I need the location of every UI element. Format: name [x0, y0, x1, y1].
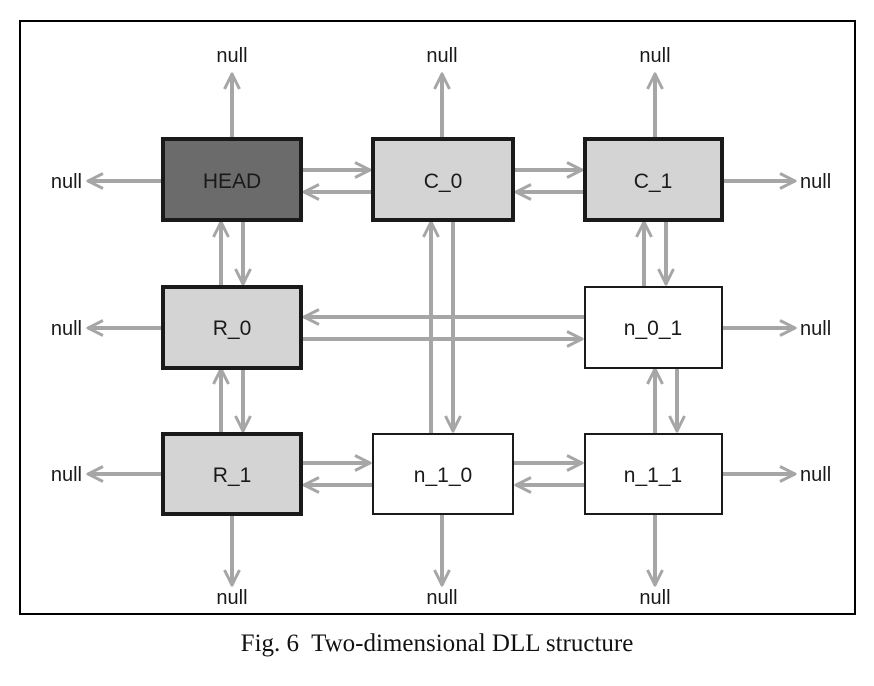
figure-caption: Fig. 6 Two-dimensional DLL structure — [241, 630, 634, 657]
null-label-n11-right: null — [800, 464, 831, 486]
node-n10-label: n_1_0 — [414, 464, 472, 487]
null-label-n10-down: null — [426, 587, 457, 609]
node-n01-label: n_0_1 — [624, 317, 682, 340]
null-label-r1-down: null — [216, 587, 247, 609]
node-n11: n_1_1 — [584, 433, 723, 515]
node-r0-box — [161, 285, 303, 370]
null-label-head-left: null — [51, 171, 82, 193]
null-arrows — [88, 74, 795, 585]
node-c0: C_0 — [371, 137, 515, 222]
null-label-n01-right: null — [800, 318, 831, 340]
node-head: HEAD — [161, 137, 303, 222]
node-c1-label: C_1 — [634, 170, 673, 193]
node-head-box — [161, 137, 303, 222]
node-n10: n_1_0 — [372, 433, 514, 515]
null-label-r1-left: null — [51, 464, 82, 486]
null-label-c1-right: null — [800, 171, 831, 193]
null-label-head-up: null — [216, 45, 247, 67]
node-c1-box — [583, 137, 724, 222]
node-n01-box — [584, 286, 723, 369]
null-label-n11-down: null — [639, 587, 670, 609]
node-r1-box — [161, 432, 303, 516]
node-c0-label: C_0 — [424, 170, 463, 193]
null-label-c1-up: null — [639, 45, 670, 67]
node-c1: C_1 — [583, 137, 724, 222]
node-r1-label: R_1 — [213, 464, 252, 487]
node-r0-label: R_0 — [213, 317, 252, 340]
null-label-r0-left: null — [51, 318, 82, 340]
null-label-c0-up: null — [426, 45, 457, 67]
node-n10-box — [372, 433, 514, 515]
link-arrows — [221, 170, 677, 485]
node-n11-label: n_1_1 — [624, 464, 682, 487]
node-c0-box — [371, 137, 515, 222]
null-labels: null null null null null null null null … — [51, 45, 831, 609]
node-n11-box — [584, 433, 723, 515]
node-head-label: HEAD — [203, 170, 261, 193]
node-r0: R_0 — [161, 285, 303, 370]
node-r1: R_1 — [161, 432, 303, 516]
node-n01: n_0_1 — [584, 286, 723, 369]
